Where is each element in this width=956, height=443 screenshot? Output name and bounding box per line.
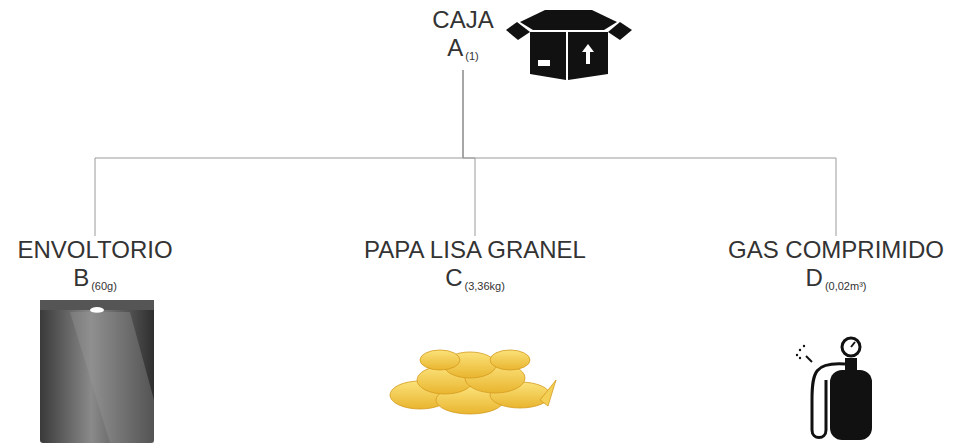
tree-connector — [463, 70, 836, 236]
node-heading: CAJA — [393, 6, 533, 34]
item-code: D — [806, 264, 823, 291]
quantity-subscript: (3,36kg) — [464, 280, 504, 292]
tree-node: ENVOLTORIOB(60g) — [0, 236, 190, 300]
node-heading: PAPA LISA GRANEL — [335, 236, 615, 264]
item-code: B — [73, 264, 89, 291]
quantity-subscript: (60g) — [91, 280, 117, 292]
quantity-subscript: (1) — [465, 50, 478, 62]
item-code: A — [447, 34, 463, 61]
potato-chips-illustration — [390, 350, 556, 414]
box-icon — [506, 10, 632, 80]
tree-node: CAJAA(1) — [393, 6, 533, 70]
node-code-line: D(0,02m³) — [716, 264, 956, 300]
tree-connector — [95, 70, 463, 236]
node-code-line: C(3,36kg) — [335, 264, 615, 300]
item-code: C — [445, 264, 462, 291]
tree-connector — [463, 70, 475, 236]
tree-node: PAPA LISA GRANELC(3,36kg) — [335, 236, 615, 300]
tree-node: GAS COMPRIMIDOD(0,02m³) — [716, 236, 956, 300]
wrapper-bag-illustration — [40, 300, 154, 443]
node-heading: ENVOLTORIO — [0, 236, 190, 264]
node-code-line: B(60g) — [0, 264, 190, 300]
node-code-line: A(1) — [393, 34, 533, 70]
node-heading: GAS COMPRIMIDO — [716, 236, 956, 264]
gas-cylinder-icon — [796, 338, 872, 440]
quantity-subscript: (0,02m³) — [825, 280, 867, 292]
